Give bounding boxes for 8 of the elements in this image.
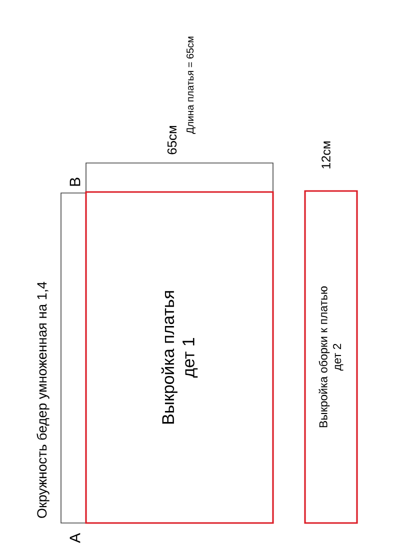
point-label: A <box>70 533 80 543</box>
dimension-label: Окружность бедер умноженная на 1,4 <box>36 282 50 518</box>
dimension-label: 65см <box>167 126 177 154</box>
dimension-label: Длина платья = 65см <box>186 36 196 134</box>
point-label: B <box>70 178 80 186</box>
pattern-piece: Выкройка оборки к платью дет 2 <box>304 190 358 524</box>
dimension-label: 12см <box>322 142 330 168</box>
pattern-piece: Выкройка платья дет 1 <box>85 191 274 524</box>
